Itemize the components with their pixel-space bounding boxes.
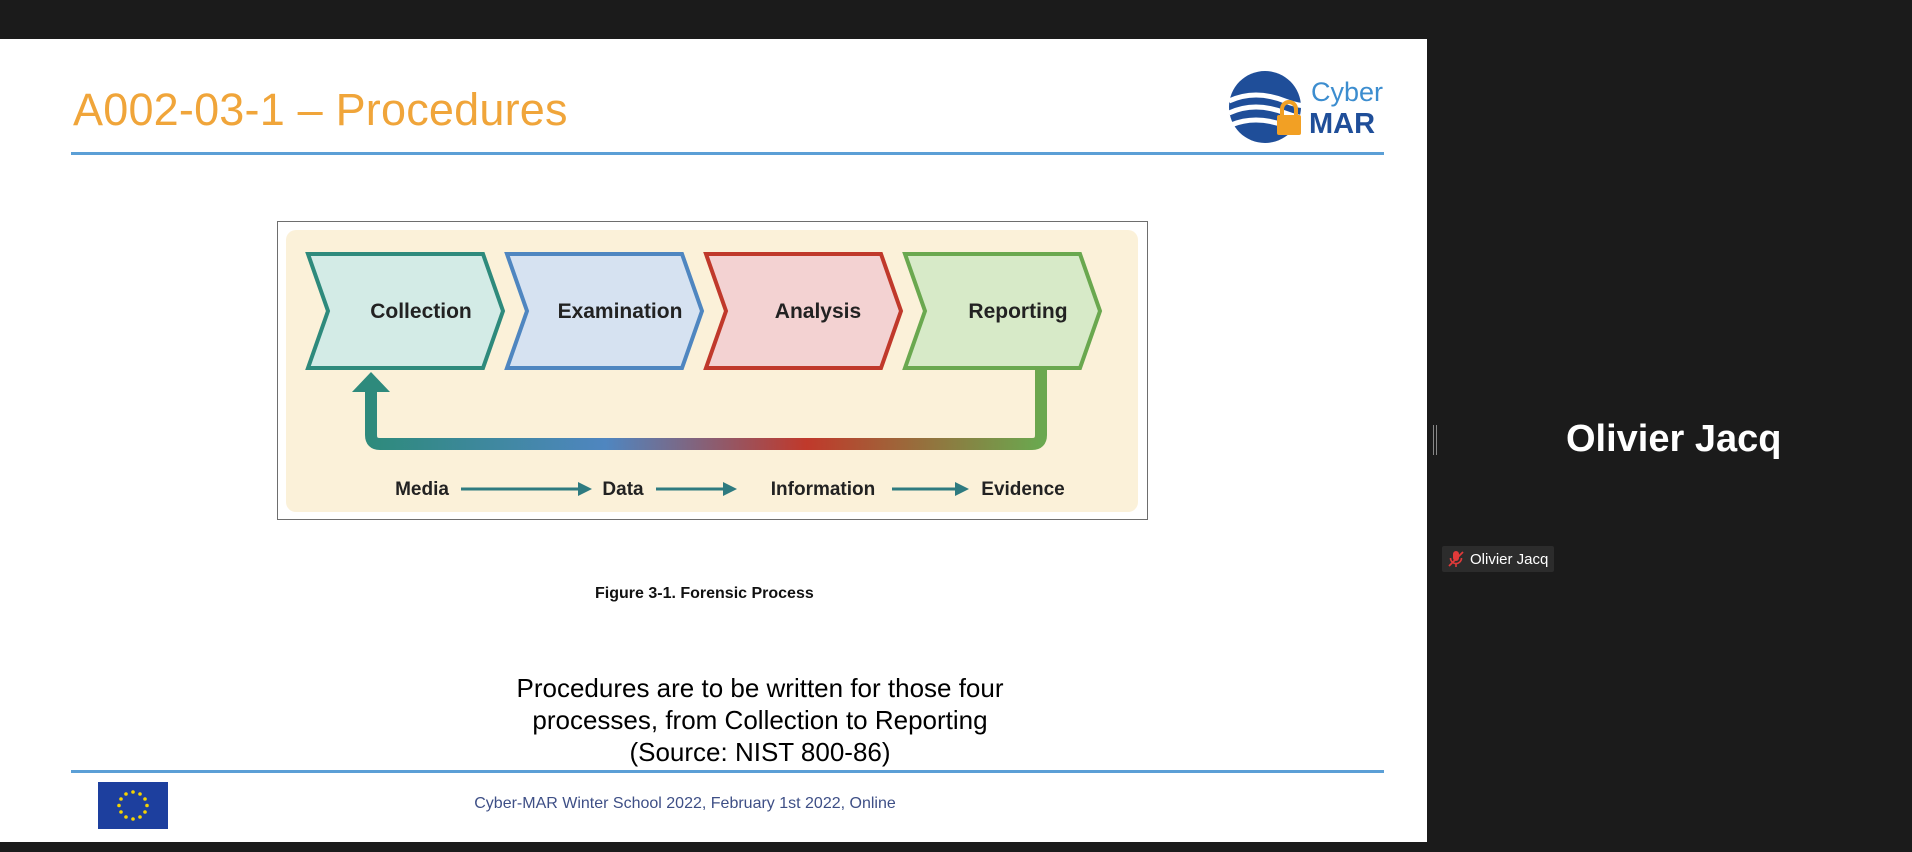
step-label: Reporting	[968, 300, 1067, 323]
flow-label-media: Media	[395, 479, 449, 500]
figure-caption: Figure 3-1. Forensic Process	[595, 585, 814, 602]
footer-rule	[71, 770, 1384, 773]
step-label: Examination	[558, 300, 683, 323]
slide-body-text: Procedures are to be written for those f…	[430, 672, 1090, 768]
feedback-loop-arrowhead	[352, 372, 390, 392]
slide-footer: Cyber-MAR Winter School 2022, February 1…	[474, 795, 896, 812]
logo-bottom-text: MAR	[1309, 108, 1375, 140]
cyber-mar-logo: Cyber MAR	[1227, 71, 1383, 143]
shared-slide: A002-03-1 – Procedures Cyber MAR C	[0, 39, 1427, 842]
forensic-process-figure: Collection Examination Analysis Reportin…	[277, 221, 1148, 520]
flow-arrow	[578, 482, 592, 496]
step-reporting: Reporting	[902, 252, 1103, 370]
flow-label-information: Information	[771, 479, 876, 500]
mic-muted-icon	[1448, 551, 1464, 567]
participant-display-name: Olivier Jacq	[1566, 418, 1782, 460]
step-examination: Examination	[504, 252, 705, 370]
body-line: processes, from Collection to Reporting	[532, 705, 988, 735]
step-analysis: Analysis	[703, 252, 904, 370]
step-collection: Collection	[305, 252, 506, 370]
step-label: Collection	[370, 300, 472, 323]
participant-name-tag: Olivier Jacq	[1442, 546, 1555, 572]
flow-label-evidence: Evidence	[981, 479, 1064, 500]
flow-arrow	[955, 482, 969, 496]
title-rule	[71, 152, 1384, 155]
step-label: Analysis	[775, 300, 861, 323]
feedback-loop-arrow	[365, 368, 1047, 450]
name-tag-label: Olivier Jacq	[1470, 550, 1549, 568]
body-line: Procedures are to be written for those f…	[516, 673, 1004, 703]
body-line: (Source: NIST 800-86)	[629, 737, 891, 767]
flow-label-data: Data	[602, 479, 644, 500]
slide-title: A002-03-1 – Procedures	[73, 84, 568, 135]
flow-arrow	[723, 482, 737, 496]
logo-top-text: Cyber	[1311, 77, 1383, 107]
panel-resize-handle[interactable]	[1433, 425, 1437, 455]
eu-flag-icon	[98, 782, 168, 829]
